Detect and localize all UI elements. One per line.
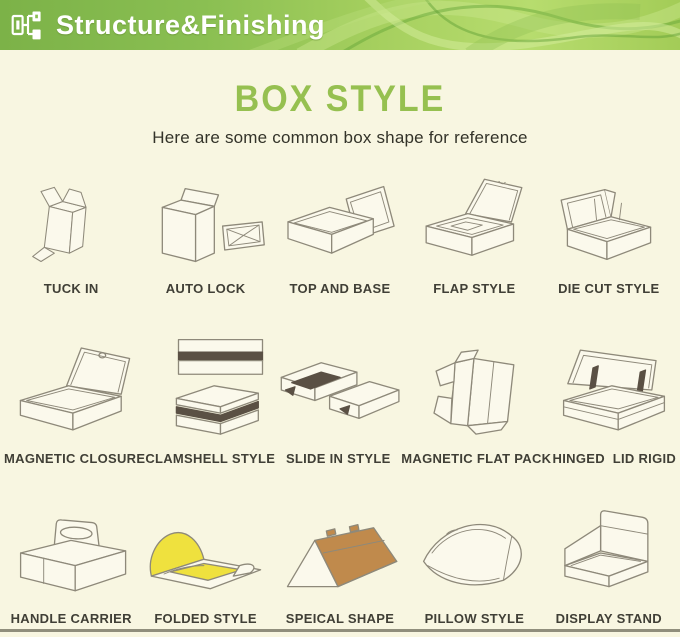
display-stand-box-icon — [564, 510, 649, 588]
box-style-label: MAGNETIC CLOSURE — [4, 451, 146, 466]
flap-style-box-icon — [425, 178, 523, 256]
page-subtitle: Here are some common box shape for refer… — [152, 128, 528, 147]
box-style-item: FOLDED STYLE — [138, 480, 272, 626]
box-style-item: PILLOW STYLE — [407, 480, 541, 626]
tuck-in-box-icon — [32, 186, 87, 263]
box-style-label: HANDLE CARRIER — [10, 611, 132, 626]
box-style-item: AUTO LOCK — [138, 162, 272, 296]
box-style-label: FLAP STYLE — [433, 281, 516, 296]
box-style-label: PILLOW STYLE — [424, 611, 525, 626]
box-style-item: MAGNETIC CLOSURE — [4, 310, 145, 466]
magnetic-closure-box-icon — [19, 347, 130, 431]
top-and-base-box-icon — [287, 185, 395, 254]
slide-in-style-box-icon — [280, 362, 400, 420]
magnetic-flat-pack-box-icon — [433, 349, 515, 435]
box-style-label: SPEICAL SHAPE — [285, 611, 395, 626]
box-style-label: TUCK IN — [43, 281, 99, 296]
box-style-item: HANDLE CARRIER — [4, 480, 138, 626]
box-style-item: FLAP STYLE — [407, 162, 541, 296]
hinged-lid-rigid-box-icon — [563, 349, 666, 431]
box-style-item: SPEICAL SHAPE — [273, 480, 407, 626]
section-bottom-divider — [0, 629, 680, 632]
box-style-item: DIE CUT STYLE — [542, 162, 676, 296]
structure-logo-icon — [11, 11, 41, 40]
box-style-item: CLAMSHELL STYLE — [145, 310, 275, 466]
box-style-grid-row-2: MAGNETIC CLOSURE CLAMSHELL STYLE — [0, 296, 680, 466]
box-style-label: SLIDE IN STYLE — [285, 451, 391, 466]
banner-title: Structure&Finishing — [56, 9, 326, 40]
box-style-grid-row-3: HANDLE CARRIER FOLDED STYLE SPEICAL SHAP… — [0, 466, 680, 626]
box-style-label: CLAMSHELL STYLE — [145, 451, 276, 466]
box-style-item: DISPLAY STAND — [542, 480, 676, 626]
box-style-label: MAGNETIC FLAT PACK — [401, 451, 552, 466]
box-style-item: TOP AND BASE — [273, 162, 407, 296]
pillow-style-box-icon — [423, 523, 523, 586]
box-style-label: FOLDED STYLE — [154, 611, 257, 626]
box-style-item: MAGNETIC FLAT PACK — [401, 310, 551, 466]
box-style-item: HINGED LID RIGID — [551, 310, 677, 466]
page-title: BOX STYLE — [234, 78, 446, 120]
auto-lock-box-icon — [161, 187, 265, 263]
box-style-label: DISPLAY STAND — [555, 611, 662, 626]
folded-style-box-icon — [149, 532, 261, 590]
banner-swirl-decoration — [249, 0, 680, 50]
special-shape-box-icon — [286, 523, 398, 588]
box-style-label: TOP AND BASE — [289, 281, 391, 296]
box-style-item: TUCK IN — [4, 162, 138, 296]
handle-carrier-box-icon — [20, 519, 127, 592]
die-cut-style-box-icon — [560, 189, 652, 261]
box-style-label: HINGED LID RIGID — [552, 451, 677, 466]
section-banner: Structure&Finishing — [0, 0, 680, 50]
box-style-grid-row-1: TUCK IN AUTO LOCK TOP AND BASE — [0, 148, 680, 296]
clamshell-style-box-icon — [176, 338, 264, 435]
box-style-item: SLIDE IN STYLE — [275, 310, 401, 466]
box-style-label: AUTO LOCK — [165, 281, 246, 296]
box-style-label: DIE CUT STYLE — [558, 281, 660, 296]
